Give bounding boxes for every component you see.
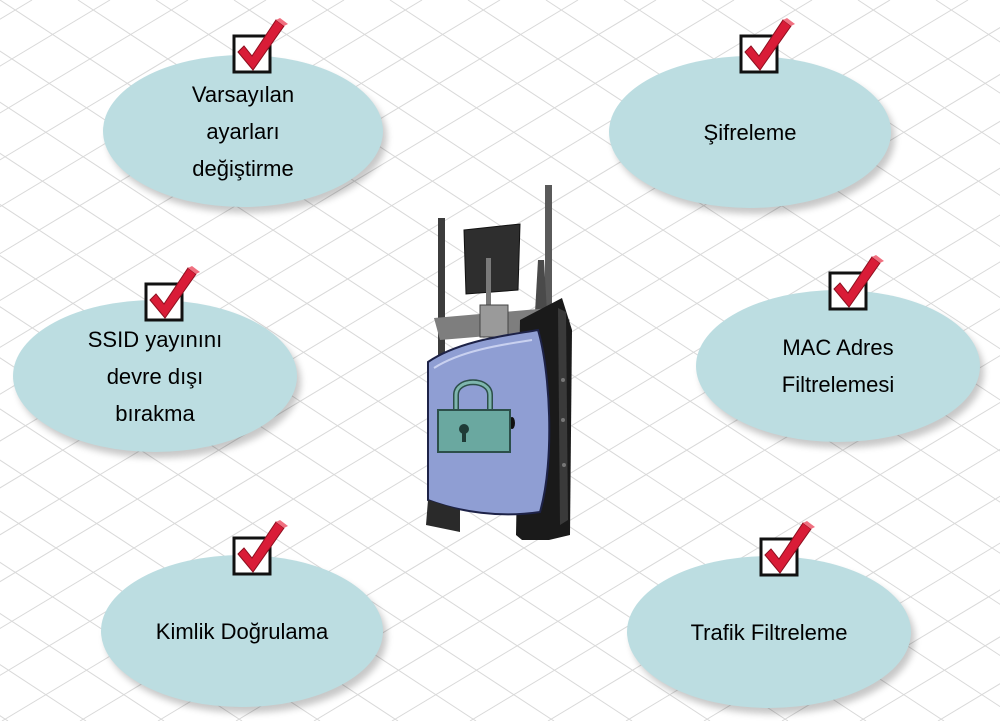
bubble-mac-filter-text: MAC Adres Filtrelemesi (782, 329, 894, 403)
bubble-line: Kimlik Doğrulama (155, 618, 329, 644)
bubble-authentication-text: Kimlik Doğrulama (156, 613, 328, 650)
router-lock-icon (426, 185, 572, 540)
bubble-line: Varsayılan (191, 81, 295, 107)
bubble-line: Şifreleme (703, 119, 797, 145)
bubble-default-settings: Varsayılan ayarları değiştirme (103, 55, 383, 207)
grid-line (0, 561, 243, 721)
checkmark-icon (739, 18, 795, 74)
bubble-ssid: SSID yayınını devre dışı bırakma (13, 300, 297, 452)
bubble-line: Trafik Filtreleme (690, 619, 848, 645)
bubble-line: Filtrelemesi (781, 372, 895, 397)
bubble-line: devre dışı (106, 363, 204, 389)
bubble-traffic-filter: Trafik Filtreleme (627, 556, 911, 708)
grid-line (703, 542, 1000, 721)
bubble-line: SSID yayınını (87, 326, 223, 352)
bubble-encryption-text: Şifreleme (704, 114, 797, 151)
checkmark-icon (759, 521, 815, 577)
checkmark-icon (232, 520, 288, 576)
bubble-traffic-filter-text: Trafik Filtreleme (691, 614, 848, 651)
bubble-default-settings-text: Varsayılan ayarları değiştirme (192, 76, 294, 187)
bubble-line: MAC Adres (782, 335, 894, 360)
bubble-line: ayarları (206, 118, 280, 144)
checkmark-icon (232, 18, 288, 74)
bubble-mac-filter: MAC Adres Filtrelemesi (696, 290, 980, 442)
bubble-authentication: Kimlik Doğrulama (101, 555, 383, 707)
checkmark-icon (828, 255, 884, 311)
grid-line (781, 589, 1000, 721)
bubble-line: değiştirme (192, 155, 294, 181)
bubble-ssid-text: SSID yayınını devre dışı bırakma (88, 321, 223, 432)
grid-line (391, 355, 1000, 721)
grid-line (0, 0, 267, 161)
grid-line (779, 0, 1000, 145)
bubble-line: bırakma (115, 400, 195, 426)
bubble-encryption: Şifreleme (609, 56, 891, 208)
checkmark-icon (144, 266, 200, 322)
